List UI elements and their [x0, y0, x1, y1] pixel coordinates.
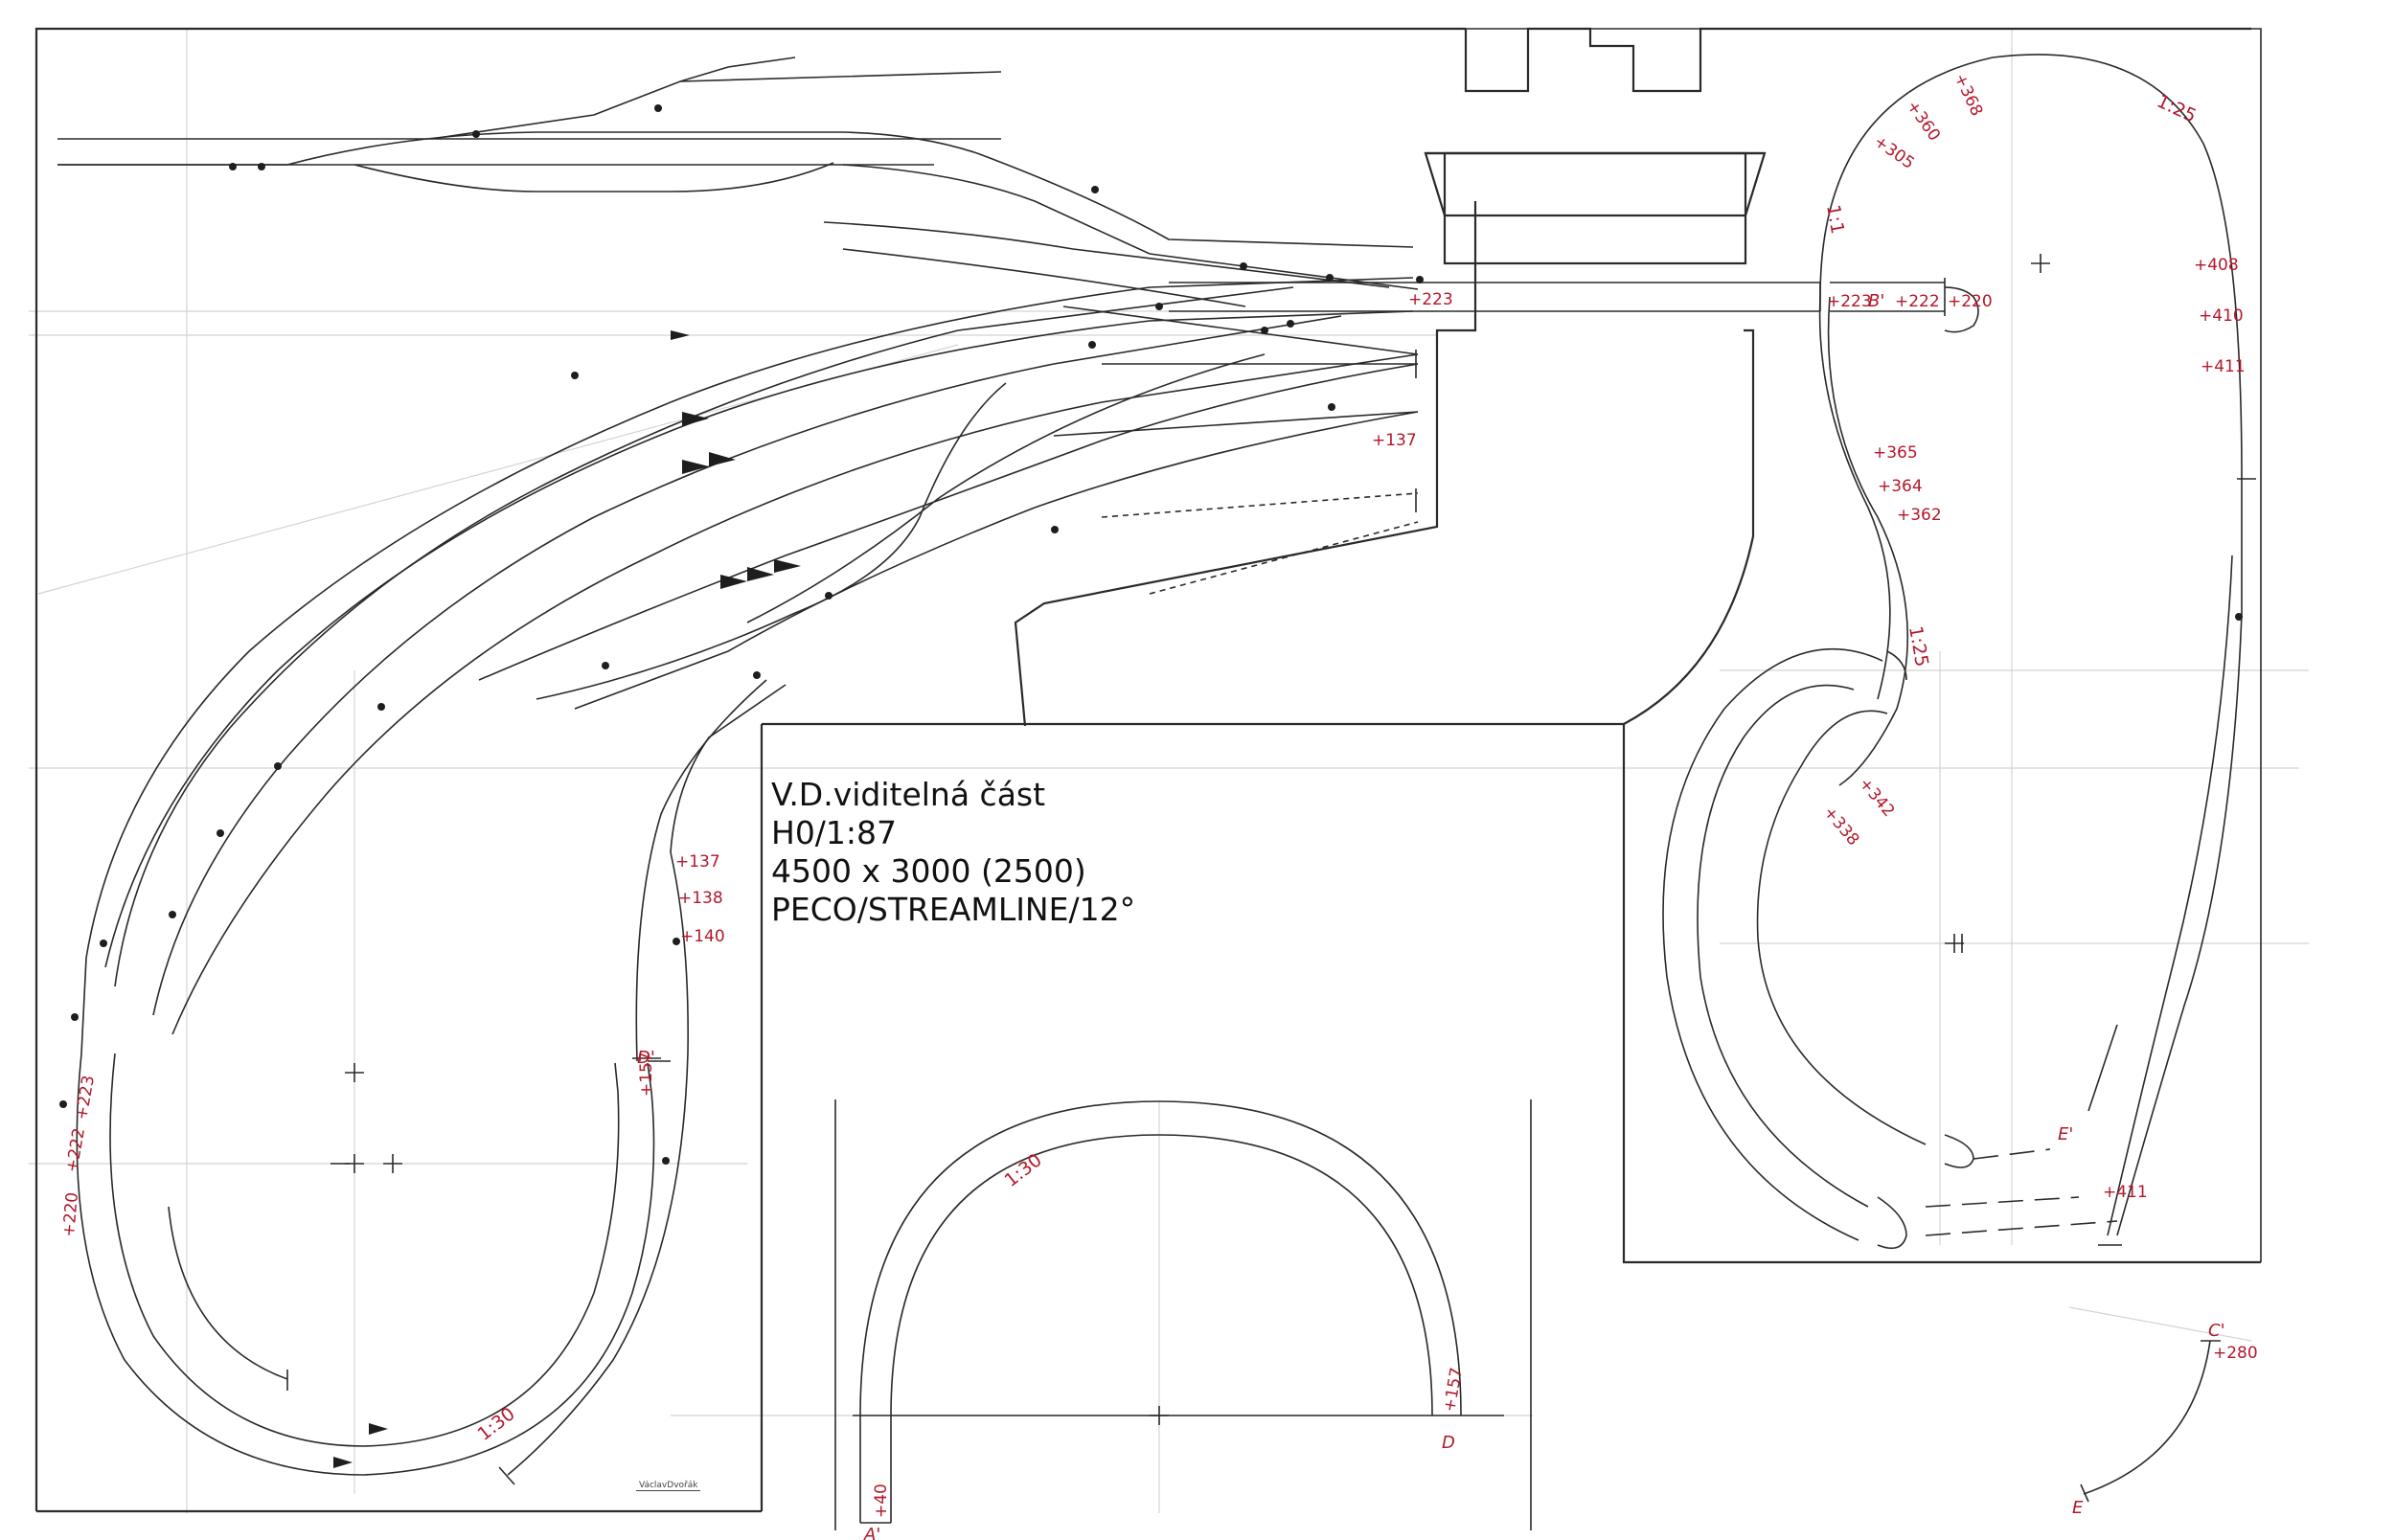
height-left-220: +220 — [59, 1191, 82, 1237]
signals — [59, 104, 2243, 1468]
height-right-411: +411 — [2201, 357, 2246, 376]
corner-arc — [2080, 1340, 2221, 1503]
height-right-223: +223 — [1827, 292, 1872, 311]
height-right-410: +410 — [2199, 306, 2244, 326]
marker-a-prime: A' — [863, 1525, 880, 1540]
height-right-220: +220 — [1948, 292, 1993, 311]
marker-e-prime: E' — [2058, 1124, 2073, 1144]
height-left-222: +222 — [62, 1126, 89, 1173]
height-right-222: +222 — [1895, 292, 1940, 311]
marker-d: D — [1442, 1433, 1455, 1453]
baseboard-outline — [34, 27, 2262, 1513]
left-return-loop — [76, 679, 787, 1485]
height-right-368: +368 — [1950, 71, 1986, 120]
height-right-360: +360 — [1903, 97, 1944, 145]
height-left-137: +137 — [675, 852, 720, 872]
height-right-342: +342 — [1855, 774, 1898, 821]
station-building — [1424, 151, 1767, 265]
height-right-338: +338 — [1819, 803, 1862, 849]
point-markers: A' B' C' D D' E E' — [637, 291, 2225, 1540]
height-corner-280: +280 — [2213, 1344, 2258, 1363]
construction-lines — [29, 29, 2309, 1513]
height-right-305: +305 — [1870, 132, 1918, 173]
title-line-2: H0/1:87 — [771, 814, 898, 851]
marker-e: E — [2072, 1498, 2084, 1518]
title-line-3: 4500 x 3000 (2500) — [771, 852, 1086, 890]
height-right-411-low: +411 — [2103, 1183, 2148, 1202]
height-right-362: +362 — [1897, 506, 1942, 525]
height-left-138: +138 — [678, 889, 723, 908]
marker-d-prime: D' — [637, 1048, 655, 1068]
height-right-364: +364 — [1878, 477, 1923, 496]
height-arc-40: +40 — [872, 1483, 891, 1518]
right-lower-helix — [1662, 478, 2256, 1250]
gradient-right-top: 1:25 — [2154, 91, 2200, 127]
title-line-1: V.D.viditelná část — [771, 776, 1046, 813]
gradient-right-mid: 1:25 — [1905, 624, 1932, 668]
height-left-140: +140 — [680, 927, 725, 946]
lower-arc-board — [834, 1099, 1532, 1530]
height-left-157: +157 — [637, 1052, 656, 1097]
title-block: V.D.viditelná část H0/1:87 4500 x 3000 (… — [771, 776, 1135, 929]
height-right-365: +365 — [1873, 443, 1918, 463]
height-left-223: +223 — [72, 1074, 99, 1121]
height-station-exit: +223 — [1408, 290, 1453, 309]
station-tracks — [57, 57, 1821, 595]
gradient-lower-arc: 1:30 — [1001, 1149, 1046, 1191]
marker-c-prime: C' — [2208, 1321, 2225, 1341]
left-curving-tracks — [80, 277, 1419, 1054]
height-arc-157: +157 — [1440, 1366, 1467, 1413]
right-upper-loop — [1818, 54, 2243, 786]
signature: VáclavDvořák — [636, 1481, 701, 1491]
marker-b-prime: B' — [1868, 291, 1884, 311]
lower-arc — [859, 1100, 1462, 1524]
height-right-408: +408 — [2194, 256, 2239, 275]
gradient-right-tiny: 1:1 — [1822, 203, 1848, 236]
height-siding: +137 — [1372, 431, 1417, 450]
title-line-4: PECO/STREAMLINE/12° — [771, 891, 1136, 928]
